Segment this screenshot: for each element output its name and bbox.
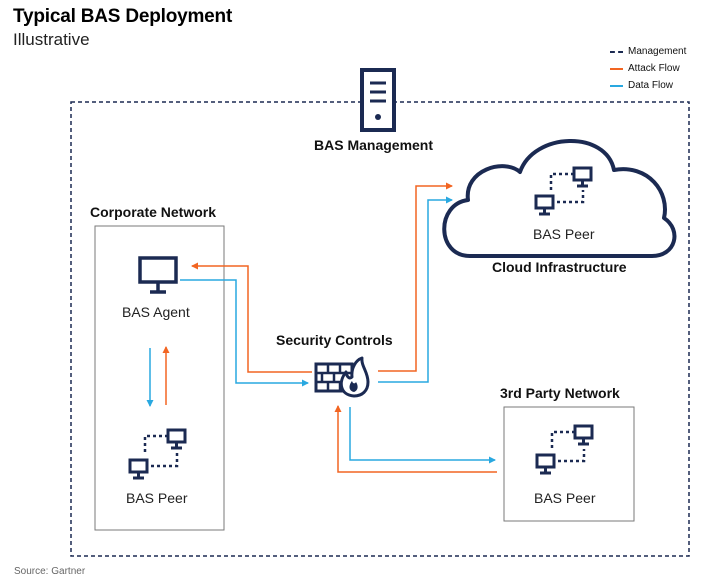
monitor-icon (138, 256, 178, 294)
diagram-subtitle: Illustrative (13, 30, 90, 49)
legend-label-attack-flow: Attack Flow (628, 63, 680, 74)
data-flow-firewall-to-cloud (378, 196, 453, 383)
diagram-title: Typical BAS Deployment (13, 6, 233, 27)
source-note: Source: Gartner (14, 566, 86, 577)
legend-item-data-flow: Data Flow (610, 77, 686, 94)
legend-swatch-attack-flow (610, 67, 623, 70)
data-flow-agent-to-firewall (180, 279, 309, 387)
third-party-peer-label: BAS Peer (534, 490, 596, 506)
peer-network-icon (535, 424, 594, 475)
corporate-network-label: Corporate Network (90, 204, 217, 220)
legend-item-attack-flow: Attack Flow (610, 60, 686, 77)
server-icon (360, 68, 396, 132)
peer-network-icon (128, 428, 187, 480)
peer-network-icon (534, 166, 593, 216)
corporate-peer-label: BAS Peer (126, 490, 188, 506)
bas-management-label: BAS Management (314, 137, 434, 153)
attack-flow-third-party-to-firewall (334, 405, 497, 473)
legend-item-management: Management (610, 43, 686, 60)
security-controls-label: Security Controls (276, 332, 393, 348)
cloud-infrastructure-label: Cloud Infrastructure (492, 259, 627, 275)
legend-swatch-data-flow (610, 84, 623, 87)
bas-agent-label: BAS Agent (122, 304, 190, 320)
legend-label-management: Management (628, 46, 687, 57)
data-flow-firewall-to-third-party (349, 407, 496, 464)
third-party-network-label: 3rd Party Network (500, 385, 620, 401)
legend-swatch-management (610, 50, 623, 53)
cloud-peer-label: BAS Peer (533, 226, 595, 242)
third-party-network-box (503, 406, 635, 522)
legend-label-data-flow: Data Flow (628, 80, 674, 91)
attack-flow-agent-to-firewall (191, 262, 312, 373)
attack-flow-firewall-to-cloud (378, 182, 453, 372)
cloud-shape (442, 139, 677, 258)
legend: Management Attack Flow Data Flow (610, 43, 686, 94)
firewall-icon (314, 356, 370, 398)
